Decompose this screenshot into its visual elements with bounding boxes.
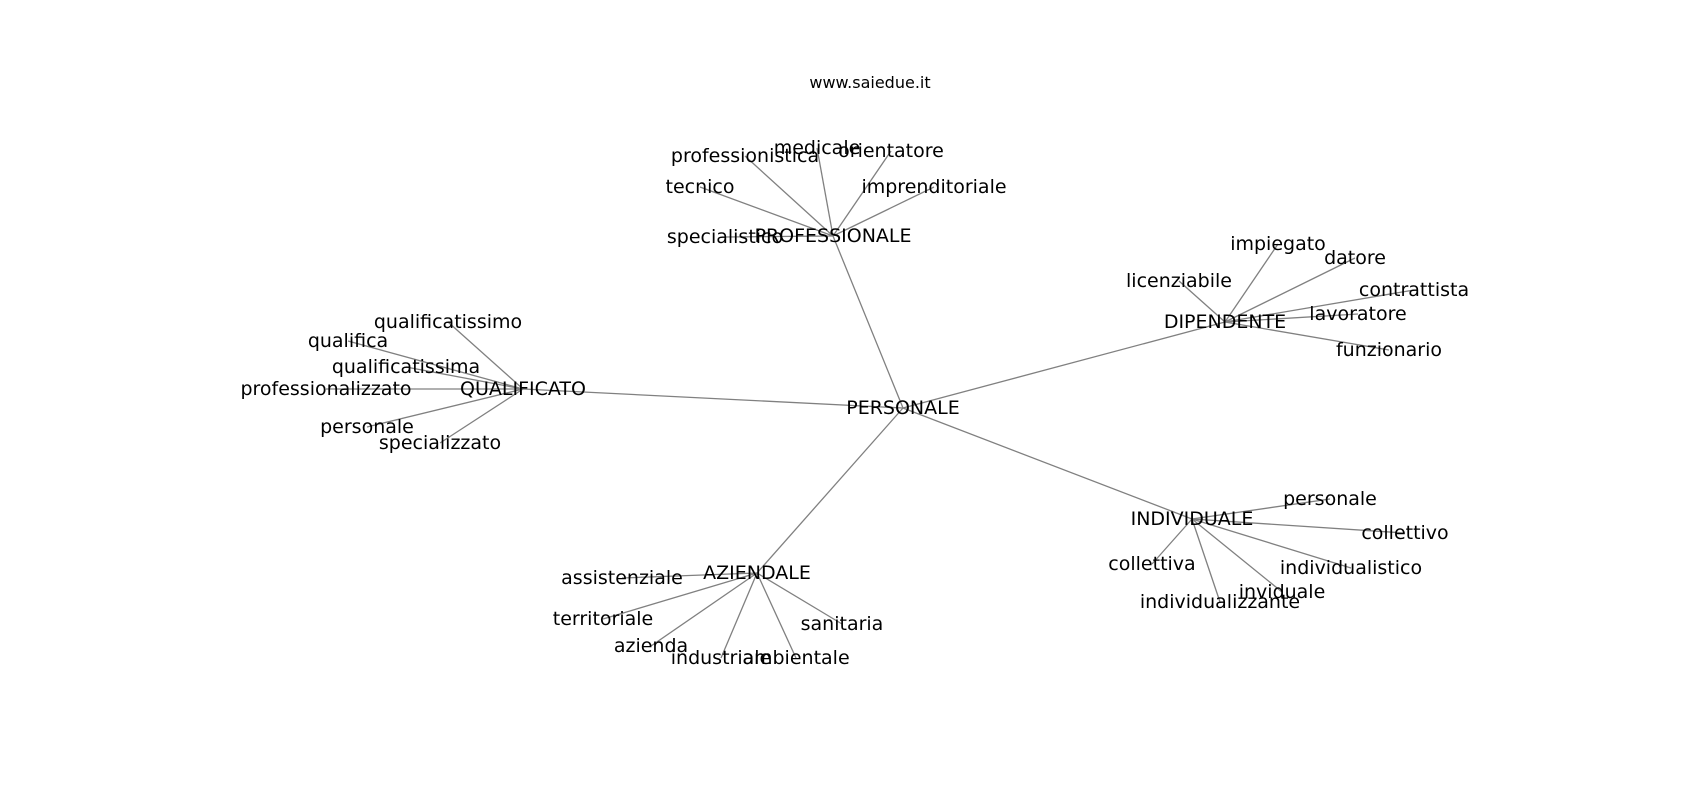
- hub-node-label: DIPENDENTE: [1164, 311, 1286, 333]
- leaf-node-label: collettiva: [1108, 553, 1195, 575]
- edge-hub-to-leaf: [1191, 518, 1221, 603]
- leaf-node-label: collettivo: [1361, 522, 1448, 544]
- center-node-label: PERSONALE: [846, 397, 959, 419]
- leaf-node-label: individualizzante: [1140, 591, 1300, 613]
- edge-hub-to-leaf: [366, 388, 524, 428]
- edge-hub-to-leaf: [447, 321, 524, 390]
- edge-hub-to-leaf: [1224, 321, 1390, 351]
- edge-center-to-hub: [522, 388, 904, 409]
- edge-hub-to-leaf: [1151, 518, 1193, 565]
- leaf-node-label: imprenditoriale: [861, 176, 1006, 198]
- leaf-node-label: territoriale: [553, 608, 653, 630]
- edge-hub-to-leaf: [1224, 243, 1279, 323]
- edge-center-to-hub: [902, 407, 1193, 520]
- edge-hub-to-leaf: [347, 340, 524, 390]
- edge-center-to-hub: [902, 321, 1226, 409]
- edge-hub-to-leaf: [724, 235, 834, 238]
- leaf-node-label: personale: [1283, 488, 1377, 510]
- leaf-node-label: lavoratore: [1309, 303, 1406, 325]
- hub-node-label: PROFESSIONALE: [754, 225, 911, 247]
- leaf-node-label: individualistico: [1280, 557, 1422, 579]
- labels-layer: PERSONALE PROFESSIONALE professionisticame…: [240, 137, 1469, 669]
- leaf-node-label: licenziabile: [1126, 270, 1232, 292]
- leaf-node-label: azienda: [614, 635, 688, 657]
- leaf-node-label: impiegato: [1230, 233, 1326, 255]
- edge-hub-to-leaf: [1191, 518, 1406, 534]
- leaf-node-label: qualificatissimo: [374, 311, 522, 333]
- edge-hub-to-leaf: [816, 147, 834, 237]
- leaf-node-label: orientatore: [838, 140, 944, 162]
- hub-node-label: AZIENDALE: [703, 562, 811, 584]
- leaf-node-label: ambientale: [742, 647, 849, 669]
- edge-hub-to-leaf: [439, 388, 524, 444]
- leaf-node-label: specializzato: [379, 432, 501, 454]
- edges-layer: [326, 147, 1415, 659]
- edge-hub-to-leaf: [602, 572, 758, 620]
- edge-hub-to-leaf: [1224, 313, 1359, 323]
- edge-hub-to-leaf: [720, 572, 758, 659]
- edge-hub-to-leaf: [832, 186, 935, 237]
- leaf-node-label: datore: [1324, 247, 1386, 269]
- edge-center-to-hub: [756, 407, 904, 574]
- credit-text: www.saiedue.it: [809, 73, 930, 92]
- edge-hub-to-leaf: [650, 572, 758, 647]
- edge-center-to-hub: [832, 235, 904, 409]
- leaf-node-label: funzionario: [1336, 339, 1442, 361]
- leaf-node-label: tecnico: [666, 176, 735, 198]
- edge-hub-to-leaf: [1191, 518, 1283, 593]
- edge-hub-to-leaf: [1224, 257, 1356, 323]
- leaf-node-label: qualificatissima: [332, 356, 480, 378]
- leaf-node-label: industriale: [671, 647, 771, 669]
- edge-hub-to-leaf: [1191, 518, 1352, 569]
- edge-hub-to-leaf: [1224, 289, 1415, 323]
- edge-hub-to-leaf: [1178, 280, 1226, 323]
- leaf-node-label: medicale: [774, 137, 861, 159]
- edge-hub-to-leaf: [756, 572, 797, 659]
- edge-hub-to-leaf: [756, 572, 843, 625]
- leaf-node-label: inviduale: [1239, 581, 1326, 603]
- edge-hub-to-leaf: [744, 155, 834, 237]
- edge-hub-to-leaf: [832, 150, 892, 237]
- edge-hub-to-leaf: [1191, 498, 1331, 520]
- leaf-node-label: personale: [320, 416, 414, 438]
- leaf-node-label: qualifica: [308, 330, 388, 352]
- leaf-node-label: specialistico: [667, 226, 783, 248]
- edge-hub-to-leaf: [621, 572, 758, 579]
- hub-node-label: QUALIFICATO: [460, 378, 586, 400]
- leaf-node-label: assistenziale: [561, 567, 683, 589]
- leaf-node-label: professionistica: [671, 145, 819, 167]
- leaf-node-label: contrattista: [1359, 279, 1469, 301]
- edge-hub-to-leaf: [699, 186, 834, 237]
- edge-hub-to-leaf: [405, 366, 524, 390]
- hub-node-label: INDIVIDUALE: [1131, 508, 1254, 530]
- leaf-node-label: sanitaria: [801, 613, 884, 635]
- leaf-node-label: professionalizzato: [240, 378, 411, 400]
